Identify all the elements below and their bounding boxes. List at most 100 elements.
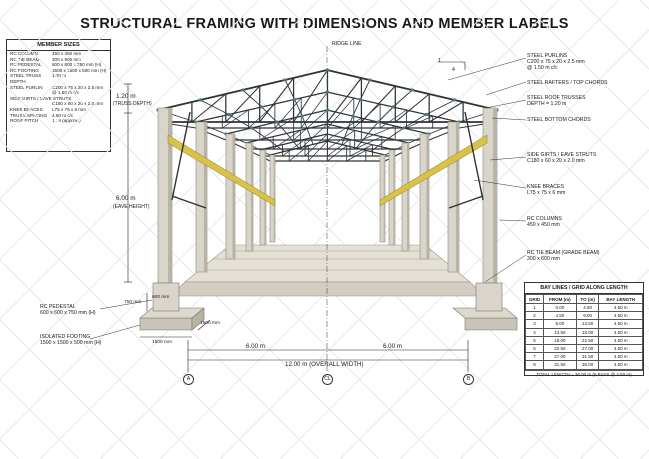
bay-table-column-header: GRID bbox=[525, 294, 544, 304]
table-cell: 2 bbox=[525, 311, 544, 321]
bay-table-heading: BAY LINES / GRID ALONG LENGTH bbox=[525, 283, 643, 294]
table-cell: 4.50 m bbox=[598, 302, 643, 313]
member-size-row: RC FOOTING 1500 x 1500 x 500 mm (H) bbox=[7, 68, 110, 74]
steel-purlin bbox=[341, 79, 371, 145]
table-cell: 4.50 m bbox=[598, 343, 643, 354]
steel-bottom-chords-label: STEEL BOTTOM CHORDS bbox=[527, 117, 591, 123]
member-size-row: C180 x 60 x 20 x 2.0 mm bbox=[7, 101, 110, 107]
bay-table-column-header: FROM (m) bbox=[542, 294, 577, 304]
rc-column-shade bbox=[203, 122, 207, 272]
purlin-cleat bbox=[358, 97, 362, 102]
purlin-cleat bbox=[368, 78, 372, 82]
table-cell: 27.00 bbox=[542, 352, 577, 362]
table-cell: 8 bbox=[525, 360, 544, 370]
steel-rafters-label: STEEL RAFTERS / TOP CHORDS bbox=[527, 80, 608, 86]
member-size-value: 4.50 m c/c bbox=[52, 112, 74, 118]
grid-bubble-a: A bbox=[183, 374, 194, 385]
steel-purlins-label: STEEL PURLINS C200 x 75 x 20 x 2.5 mm @ … bbox=[527, 53, 585, 72]
table-cell: 13.50 bbox=[542, 327, 577, 337]
footing-width-dim: 1500 mm bbox=[152, 340, 172, 345]
table-cell: 22.50 bbox=[542, 343, 577, 354]
pedestal-width-dim: 600 mm bbox=[152, 295, 170, 300]
member-size-value: C200 x 75 x 20 x 2.5 mm bbox=[52, 84, 104, 90]
rc-tie-beam-title: RC TIE BEAM (GRADE BEAM) bbox=[527, 250, 600, 256]
purlin-cleat bbox=[391, 105, 395, 109]
member-size-key: RC TIE BEAM bbox=[10, 56, 40, 62]
dimension-lines bbox=[124, 61, 469, 372]
purlin-cleat bbox=[260, 105, 264, 109]
purlin-cleat bbox=[453, 98, 457, 102]
purlin-cleat bbox=[275, 120, 279, 124]
grid-bubble-b: B bbox=[463, 374, 474, 385]
member-size-value: 1.20 m bbox=[52, 73, 67, 79]
purlin-cleat bbox=[351, 114, 355, 118]
table-cell: 4.50 bbox=[542, 311, 577, 321]
grid-bubble-cl: CL bbox=[322, 374, 333, 385]
rc-pedestals-and-footings bbox=[139, 282, 518, 331]
table-cell: 9.00 bbox=[542, 319, 577, 329]
bay-table-column-header: TO (m) bbox=[575, 294, 600, 304]
member-size-value: 1 : 4 (approx.) bbox=[52, 118, 81, 124]
ridge-line-label: RIDGE LINE bbox=[332, 41, 362, 47]
purlin-cleat bbox=[325, 108, 330, 112]
purlin-cleat bbox=[241, 88, 245, 92]
table-cell: 1 bbox=[525, 302, 544, 313]
rc-tie-beams bbox=[169, 244, 486, 297]
member-size-row: RC TIE BEAM 300 x 600 mm bbox=[7, 57, 110, 63]
steel-purlins-size: C200 x 75 x 20 x 2.5 mm bbox=[527, 59, 585, 66]
purlin-cleat bbox=[249, 126, 253, 130]
table-cell: 22.50 bbox=[575, 335, 600, 345]
purlin-cleat bbox=[283, 78, 287, 82]
truss-depth-dim-note: (TRUSS DEPTH) bbox=[113, 101, 152, 107]
table-cell: 4.50 bbox=[575, 302, 600, 313]
table-cell: 4.50 m bbox=[598, 319, 643, 329]
table-cell: 5 bbox=[525, 335, 544, 345]
rc-tie-beam-label: RC TIE BEAM (GRADE BEAM) 300 x 600 mm bbox=[527, 250, 600, 262]
rc-pedestal-size: 600 x 600 x 750 mm (H) bbox=[40, 310, 96, 317]
table-cell: 4.50 m bbox=[598, 335, 643, 345]
steel-purlins-title: STEEL PURLINS bbox=[527, 53, 568, 59]
rc-column-shade bbox=[407, 143, 409, 251]
eave-height-dim-note: (EAVE HEIGHT) bbox=[113, 204, 150, 210]
table-cell: 4.50 m bbox=[598, 352, 643, 362]
table-cell: 4.50 m bbox=[598, 327, 643, 337]
table-cell: 0.00 bbox=[542, 302, 577, 313]
member-sizes-heading: MEMBER SIZES bbox=[7, 40, 110, 51]
member-size-value: 300 x 600 mm bbox=[52, 56, 82, 62]
purlin-cleat bbox=[227, 112, 231, 117]
roof-truss bbox=[195, 91, 460, 129]
rc-column-shade bbox=[455, 122, 459, 272]
rc-column-shade bbox=[251, 143, 253, 251]
table-cell: 9.00 bbox=[575, 311, 600, 321]
member-size-value: 1500 x 1500 x 500 mm (H) bbox=[52, 67, 107, 73]
knee-braces bbox=[171, 111, 484, 209]
steel-roof-trusses-label: STEEL ROOF TRUSSES DEPTH = 1.20 m bbox=[527, 95, 586, 107]
steel-roof-trusses bbox=[156, 68, 499, 162]
member-size-key: KNEE BRACES bbox=[10, 106, 43, 112]
truss-depth-dim: 1.20 m bbox=[116, 93, 136, 100]
member-size-value: @ 1.50 m c/c bbox=[52, 90, 80, 96]
isolated-footing-title: ISOLATED FOOTING bbox=[40, 334, 91, 340]
member-size-key: RC FOOTING bbox=[10, 67, 39, 73]
member-size-key: TRUSS SPACING bbox=[10, 112, 48, 118]
pitch-run: 4 bbox=[452, 67, 455, 73]
member-size-value: L75 x 75 x 6 mm bbox=[52, 106, 86, 112]
rc-pedestal-title: RC PEDESTAL bbox=[40, 304, 76, 310]
eave-height-dim: 6.00 m bbox=[116, 195, 136, 202]
purlin-cleat bbox=[376, 120, 380, 124]
purlin-cleat bbox=[325, 68, 330, 72]
